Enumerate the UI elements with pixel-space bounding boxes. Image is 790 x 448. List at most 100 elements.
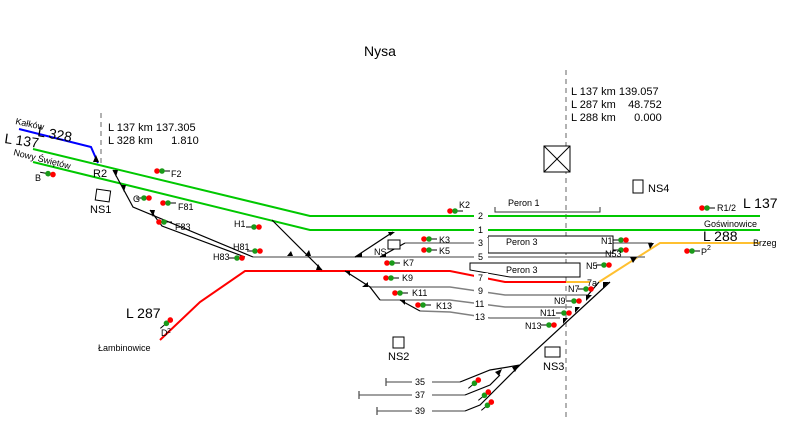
signal-n11-label: N11 [540, 308, 556, 318]
post-r2-label: R2 [93, 168, 107, 180]
signal-k11 [391, 289, 409, 297]
signal-n9-label: N9 [554, 296, 566, 306]
line-287-track-7 [159, 270, 566, 341]
signal-k9 [382, 274, 400, 282]
signal-n7 [577, 285, 595, 293]
km-east-l288: L 288 km 0.000 [571, 112, 662, 124]
track-label-3: 3 [478, 238, 483, 248]
signal-n13 [540, 321, 558, 329]
signal-g-label: G [133, 194, 140, 204]
track-numbers: 2 1 3 5 7 7a 9 11 13 35 37 39 [412, 209, 597, 416]
track-label-39: 39 [415, 406, 425, 416]
signal-n13-label: N13 [525, 321, 542, 331]
switch-markers [93, 155, 654, 376]
platform-1 [494, 207, 601, 213]
signal-h83-label: H83 [213, 252, 230, 262]
track-1 [32, 161, 760, 231]
track-label-9: 9 [478, 286, 483, 296]
station-title: Nysa [364, 43, 396, 59]
post-ns2-label: NS2 [388, 351, 409, 363]
post-ns [387, 239, 401, 250]
post-ns3-label: NS3 [543, 361, 564, 373]
track-label-35: 35 [415, 377, 425, 387]
signal-k2-label: K2 [459, 200, 470, 210]
signal-h83 [228, 254, 246, 262]
signal-n1-label: N1 [601, 236, 613, 246]
signal-h81-label: H81 [233, 242, 250, 252]
track-label-11: 11 [475, 299, 484, 309]
line-288-track [598, 242, 760, 283]
track-label-1: 1 [478, 225, 483, 235]
signal-f2 [153, 167, 171, 175]
buffer-stops [358, 378, 387, 415]
signal-track-39 [479, 397, 496, 414]
signal-h1 [245, 223, 263, 231]
post-ns4-label: NS4 [648, 183, 669, 195]
post-ns3 [544, 346, 561, 358]
signal-k5 [420, 246, 438, 254]
line-137-east-label: L 137 [743, 195, 778, 211]
track-label-2: 2 [478, 211, 483, 221]
post-ns-label: NS [374, 247, 387, 257]
goswinowice-label: Goświnowice [704, 219, 757, 229]
signal-k7-label: K7 [403, 258, 414, 268]
track-label-7a: 7a [587, 278, 597, 288]
km-east-l287: L 287 km 48.752 [571, 99, 662, 111]
signal-k9-label: K9 [402, 273, 413, 283]
signal-k13-label: K13 [436, 301, 452, 311]
post-ns2 [392, 336, 405, 349]
platform-3-south [469, 262, 581, 278]
km-east-l137: L 137 km 139.057 [571, 86, 659, 98]
signal-k11-label: K11 [412, 288, 427, 298]
line-137-west-label: L 137 [4, 130, 41, 151]
signal-k13 [414, 301, 432, 309]
signal-k7 [383, 259, 401, 267]
signal-k5-label: K5 [439, 246, 450, 256]
signal-f81-label: F81 [178, 202, 194, 212]
signal-b-label: B [35, 173, 41, 183]
svg-text:2: 2 [167, 328, 171, 335]
signal-n5-label: N5 [586, 261, 598, 271]
svg-text:2: 2 [707, 245, 711, 252]
signal-h1-label: H1 [234, 219, 246, 229]
track-label-5: 5 [478, 252, 483, 262]
signal-n53-label: N53 [605, 249, 622, 259]
signal-k3 [420, 235, 438, 243]
signal-n1 [612, 236, 630, 244]
line-287-label: L 287 [126, 305, 161, 321]
signal-r1-2-label: R1/2 [717, 203, 736, 213]
post-ns1 [94, 188, 112, 203]
track-label-7: 7 [478, 273, 483, 283]
track-2 [32, 148, 760, 217]
post-ns4 [632, 179, 644, 194]
signal-b [39, 169, 57, 179]
platform-3-north-label: Peron 3 [506, 237, 538, 247]
signal-f2-label: F2 [171, 169, 182, 179]
signal-d-label: D [161, 328, 168, 338]
brzeg-label: Brzeg [753, 238, 777, 248]
signal-k3-label: K3 [439, 235, 450, 245]
signal-f81 [159, 199, 177, 207]
signal-n9 [565, 297, 583, 305]
line-328-label: L 328 [36, 123, 73, 145]
km-west-l328: L 328 km 1.810 [108, 135, 199, 147]
signal-n7-label: N7 [568, 284, 580, 294]
nowy-swietow-label: Nowy Świętów [13, 146, 73, 171]
line-288-label: L 288 [703, 228, 738, 244]
signal-f83-label: F83 [175, 222, 191, 232]
signal-p [683, 247, 701, 255]
lambinowice-label: Łambinowice [98, 343, 151, 353]
signal-f83 [155, 218, 173, 226]
signal-n11 [555, 309, 573, 317]
signals: B F2 G F81 F83 H1 H81 H83 K2 K3 K5 K7 K9… [35, 167, 736, 414]
platform-1-label: Peron 1 [508, 198, 540, 208]
km-west-l137: L 137 km 137.305 [108, 122, 196, 134]
track-label-37: 37 [415, 390, 425, 400]
signal-r1-2 [698, 204, 716, 212]
signal-n5 [595, 261, 613, 269]
track-label-13: 13 [475, 312, 485, 322]
post-ns1-label: NS1 [90, 204, 111, 216]
signal-p-label: P [701, 247, 707, 257]
platform-3-south-label: Peron 3 [506, 265, 538, 275]
